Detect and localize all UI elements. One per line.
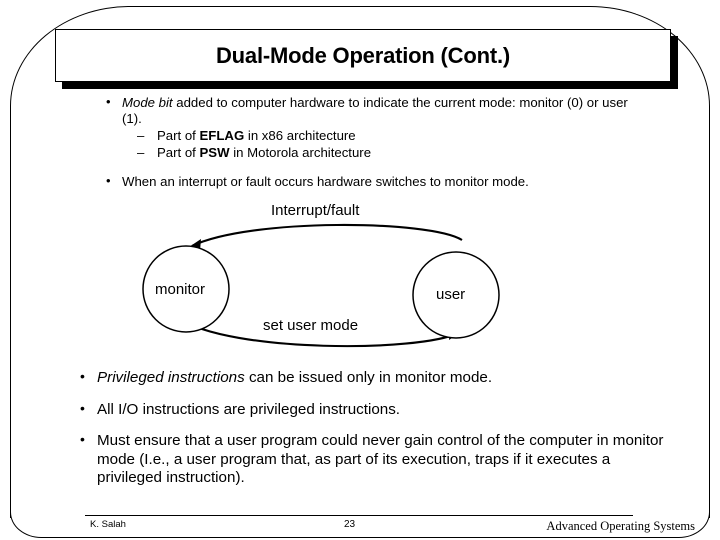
bullet-text-io: All I/O instructions are privileged inst…: [97, 400, 401, 418]
sub-bullet-eflag-prefix: Part of: [157, 128, 200, 143]
sub-bullet-eflag-suffix: in x86 architecture: [244, 128, 356, 143]
footer-page-number: 23: [344, 519, 356, 530]
bullet-text-mode-bit-rest: added to computer hardware to indicate t…: [122, 95, 628, 126]
bullet-item-interrupt: • When an interrupt or fault occurs hard…: [104, 173, 644, 190]
page-title: Dual-Mode Operation (Cont.): [215, 42, 511, 68]
title-box: Dual-Mode Operation (Cont.): [55, 29, 671, 82]
emphasis-privileged-instructions: Privileged instructions: [97, 369, 245, 386]
bullet-dot-icon: •: [80, 399, 85, 416]
diagram-node-label-monitor: monitor: [155, 281, 206, 298]
bullet-text-must-ensure: Must ensure that a user program could ne…: [97, 432, 664, 486]
footer-divider: [85, 515, 633, 517]
dash-icon: –: [137, 128, 145, 143]
node-circle-user: [412, 251, 500, 339]
bullet-dot-icon: •: [80, 368, 85, 384]
footer-author: K. Salah: [90, 519, 126, 530]
sub-bullet-eflag: – Part of EFLAG in x86 architecture: [104, 128, 644, 145]
emphasis-mode-bit: Mode bit: [122, 95, 173, 110]
bullet-item-io: • All I/O instructions are privileged in…: [78, 399, 668, 420]
diagram-label-interrupt-fault: Interrupt/fault: [271, 202, 360, 219]
diagram-node-label-user: user: [436, 286, 466, 303]
arrow-path-set-user-mode: [177, 317, 459, 348]
bullet-text-privileged: Privileged instructions can be issued on…: [97, 369, 492, 386]
bullet-dot-icon: •: [80, 431, 85, 447]
bullet-dot-icon: •: [106, 94, 111, 109]
state-diagram-svg: [142, 223, 500, 348]
dash-icon: –: [137, 144, 145, 160]
sub-bullet-eflag-bold: EFLAG: [199, 128, 245, 143]
upper-bullet-list: • Mode bit added to computer hardware to…: [104, 94, 644, 192]
footer-course-title: Advanced Operating Systems: [546, 519, 695, 533]
bullet-dot-icon: •: [106, 173, 111, 188]
arrow-path-interrupt: [191, 223, 463, 247]
bullet-text-privileged-rest: can be issued only in monitor mode.: [244, 369, 493, 386]
diagram-label-set-user-mode: set user mode: [263, 317, 359, 334]
sub-bullet-psw-prefix: Part of: [157, 144, 200, 160]
bullet-text-mode-bit: Mode bit added to computer hardware to i…: [122, 95, 628, 126]
bullet-text-interrupt: When an interrupt or fault occurs hardwa…: [122, 174, 529, 189]
sub-bullet-psw-suffix: in Motorola architecture: [229, 144, 372, 160]
bullet-item-must-ensure: • Must ensure that a user program could …: [78, 431, 668, 488]
sub-bullet-psw-bold: PSW: [199, 144, 230, 160]
bullet-item-privileged: • Privileged instructions can be issued …: [78, 368, 668, 388]
sub-bullet-psw: – Part of PSW in Motorola architecture: [104, 145, 644, 162]
lower-bullet-list: • Privileged instructions can be issued …: [78, 368, 668, 488]
bullet-item-mode-bit: • Mode bit added to computer hardware to…: [104, 94, 644, 126]
node-circle-monitor: [142, 245, 230, 333]
state-diagram: [0, 190, 720, 355]
